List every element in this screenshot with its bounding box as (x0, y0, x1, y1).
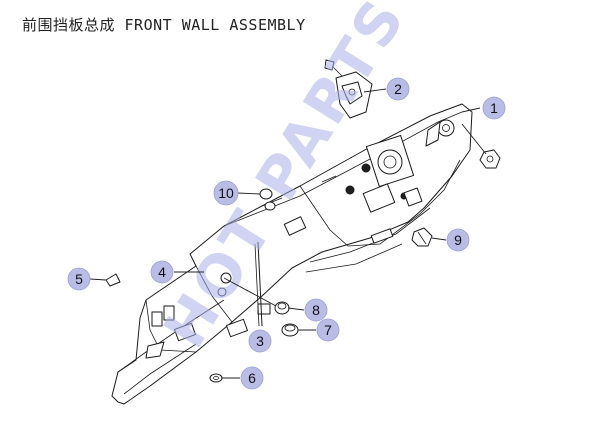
front-wall-panel (111, 103, 473, 405)
callout-1: 1 (482, 96, 506, 120)
callout-9: 9 (446, 228, 470, 252)
part-6-washer (209, 373, 223, 383)
callout-label-7: 7 (324, 322, 332, 338)
leader-lines (89, 88, 487, 379)
part-8-grommet (274, 301, 290, 315)
part-3-rod (254, 241, 263, 327)
callout-5: 5 (67, 267, 91, 291)
callout-label-6: 6 (248, 370, 256, 386)
part-10-plug (259, 188, 276, 211)
part-7-grommet (281, 323, 299, 337)
callout-label-1: 1 (490, 100, 498, 116)
callout-label-9: 9 (454, 232, 462, 248)
callout-label-5: 5 (75, 271, 83, 287)
callout-8: 8 (304, 298, 328, 322)
callout-label-3: 3 (256, 333, 264, 349)
callout-label-2: 2 (394, 81, 402, 97)
part-9-bolt (411, 227, 433, 247)
part-1-fastener (479, 149, 501, 169)
callout-label-8: 8 (312, 302, 320, 318)
callout-10: 10 (213, 180, 239, 206)
part-2-plate (324, 59, 373, 119)
callout-2: 2 (386, 77, 410, 101)
callout-label-10: 10 (218, 185, 234, 201)
part-5-clip (105, 273, 121, 287)
callout-label-4: 4 (158, 264, 166, 280)
callout-3: 3 (248, 329, 272, 353)
callout-7: 7 (316, 318, 340, 342)
callout-4: 4 (150, 260, 174, 284)
callout-6: 6 (240, 366, 264, 390)
page-title: 前围挡板总成 FRONT WALL ASSEMBLY (22, 16, 306, 34)
